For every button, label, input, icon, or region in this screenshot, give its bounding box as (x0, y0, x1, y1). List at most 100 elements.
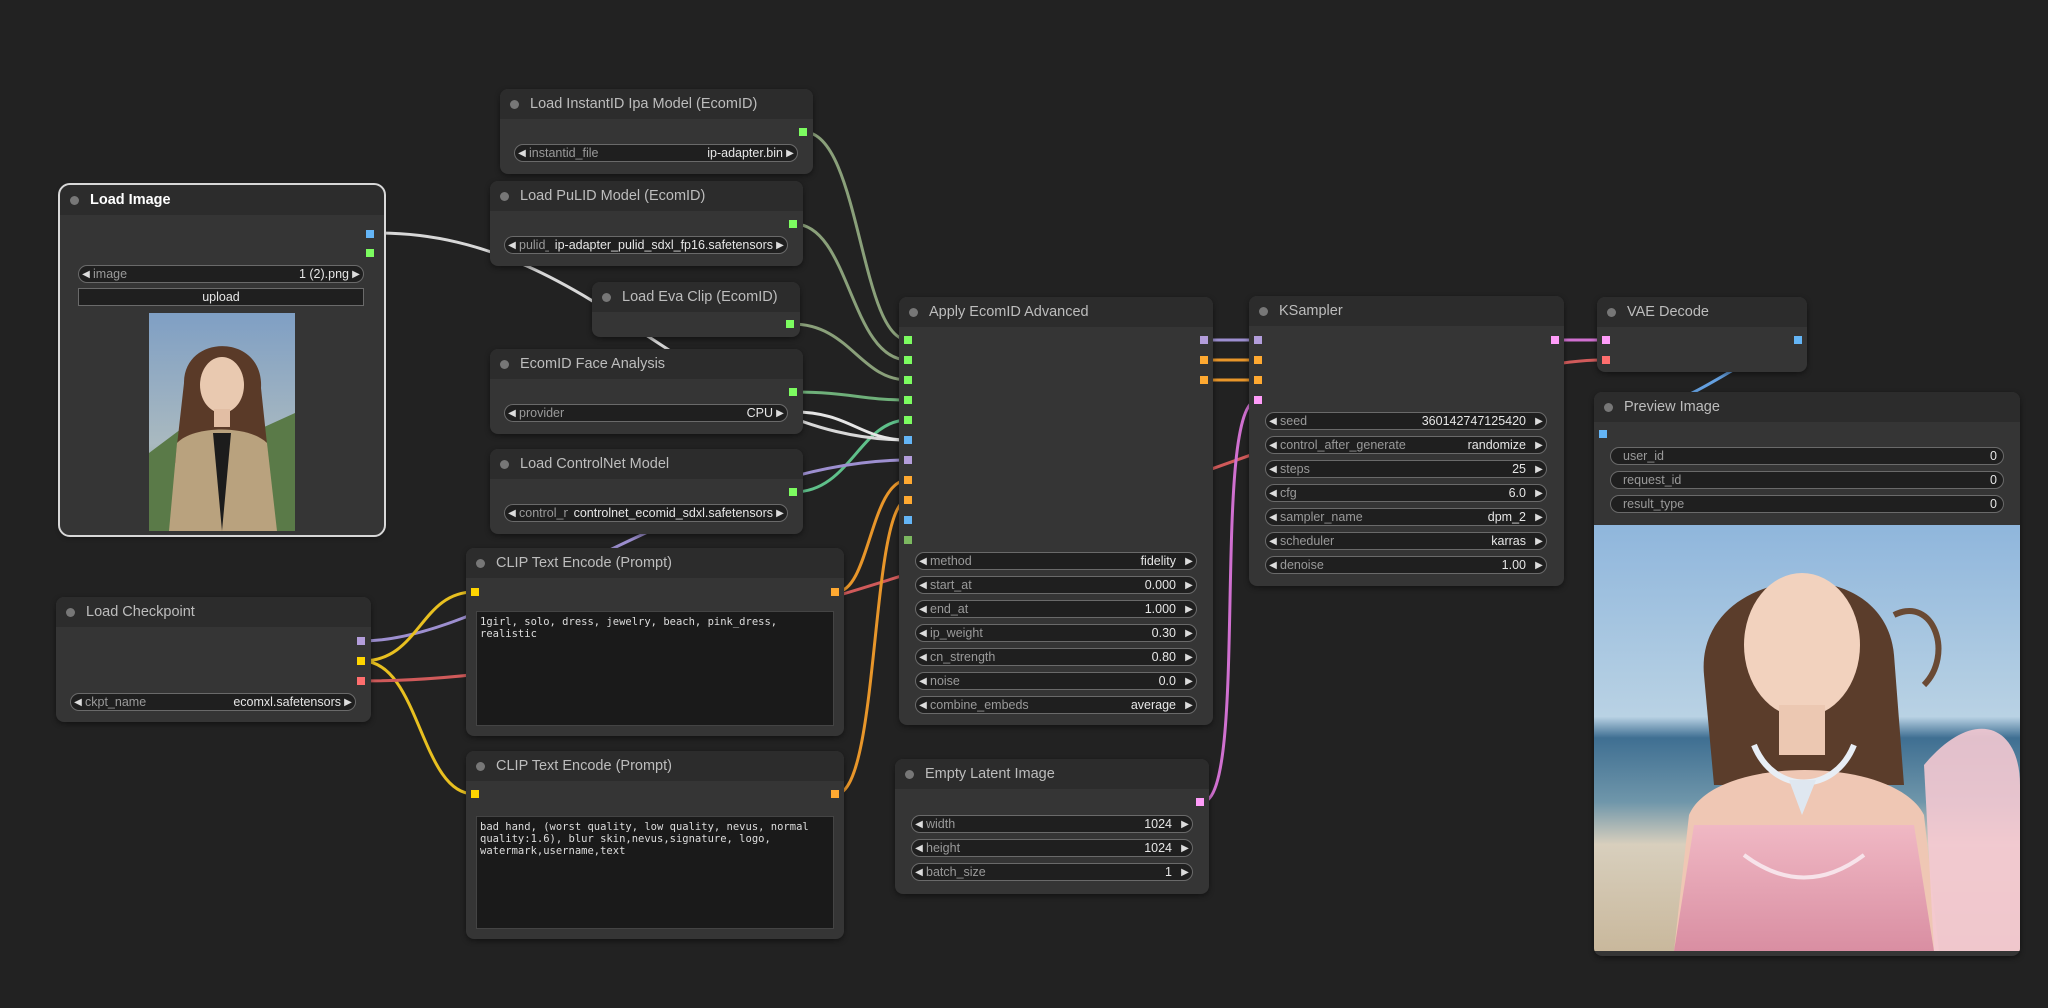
output-slot-positive[interactable] (1200, 356, 1208, 364)
triangle-left-icon[interactable]: ◀ (919, 699, 927, 711)
triangle-left-icon[interactable]: ◀ (919, 675, 927, 687)
instantid-file-combo[interactable]: ◀ instantid_file ip-adapter.bin ▶ (514, 144, 798, 162)
triangle-left-icon[interactable]: ◀ (518, 147, 526, 159)
ckpt-name-combo[interactable]: ◀ ckpt_name ecomxl.safetensors ▶ (70, 693, 356, 711)
node-collapse-dot[interactable] (500, 359, 509, 369)
output-slot-conditioning[interactable] (831, 790, 839, 798)
node-collapse-dot[interactable] (1607, 307, 1616, 317)
triangle-right-icon[interactable]: ▶ (352, 268, 360, 280)
output-slot-controlnet[interactable] (789, 488, 797, 496)
node-load-checkpoint[interactable]: Load Checkpoint ◀ ckpt_name ecomxl.safet… (56, 597, 371, 722)
triangle-right-icon[interactable]: ▶ (776, 239, 784, 251)
input-slot-controlnet[interactable] (904, 416, 912, 424)
node-load-pulid[interactable]: Load PuLID Model (EcomID) ◀ pulid_file i… (490, 181, 803, 266)
triangle-left-icon[interactable]: ◀ (508, 407, 516, 419)
node-collapse-dot[interactable] (602, 292, 611, 302)
triangle-right-icon[interactable]: ▶ (776, 407, 784, 419)
node-load-instantid[interactable]: Load InstantID Ipa Model (EcomID) ◀ inst… (500, 89, 813, 174)
triangle-left-icon[interactable]: ◀ (919, 603, 927, 615)
triangle-left-icon[interactable]: ◀ (919, 627, 927, 639)
triangle-left-icon[interactable]: ◀ (1269, 439, 1277, 451)
node-collapse-dot[interactable] (510, 99, 519, 109)
input-slot-negative[interactable] (904, 496, 912, 504)
triangle-left-icon[interactable]: ◀ (1269, 415, 1277, 427)
input-slot-positive[interactable] (1254, 356, 1262, 364)
triangle-left-icon[interactable]: ◀ (919, 555, 927, 567)
triangle-right-icon[interactable]: ▶ (786, 147, 794, 159)
node-load-eva-clip[interactable]: Load Eva Clip (EcomID) (592, 282, 800, 337)
node-vae-decode[interactable]: VAE Decode (1597, 297, 1807, 372)
output-slot-latent[interactable] (1196, 798, 1204, 806)
input-slot-eva-clip[interactable] (904, 376, 912, 384)
triangle-right-icon[interactable]: ▶ (1185, 699, 1193, 711)
output-slot-mask[interactable] (366, 249, 374, 257)
image-combo[interactable]: ◀ image 1 (2).png ▶ (78, 265, 364, 283)
triangle-left-icon[interactable]: ◀ (915, 842, 923, 854)
triangle-right-icon[interactable]: ▶ (776, 507, 784, 519)
input-slot-image-kps[interactable] (904, 516, 912, 524)
node-clip-text-encode-positive[interactable]: CLIP Text Encode (Prompt) 1girl, solo, d… (466, 548, 844, 736)
triangle-left-icon[interactable]: ◀ (915, 866, 923, 878)
output-slot-instantid[interactable] (799, 128, 807, 136)
node-collapse-dot[interactable] (476, 761, 485, 771)
output-slot-clip[interactable] (357, 657, 365, 665)
output-slot-image[interactable] (1794, 336, 1802, 344)
output-slot-image[interactable] (366, 230, 374, 238)
triangle-right-icon[interactable]: ▶ (1185, 603, 1193, 615)
triangle-right-icon[interactable]: ▶ (1181, 818, 1189, 830)
triangle-right-icon[interactable]: ▶ (1535, 559, 1543, 571)
node-collapse-dot[interactable] (500, 191, 509, 201)
output-slot-latent[interactable] (1551, 336, 1559, 344)
triangle-right-icon[interactable]: ▶ (1185, 675, 1193, 687)
triangle-right-icon[interactable]: ▶ (1185, 555, 1193, 567)
triangle-left-icon[interactable]: ◀ (508, 239, 516, 251)
input-slot-instantid[interactable] (904, 336, 912, 344)
triangle-right-icon[interactable]: ▶ (1535, 439, 1543, 451)
input-slot-positive[interactable] (904, 476, 912, 484)
triangle-left-icon[interactable]: ◀ (1269, 511, 1277, 523)
output-slot-negative[interactable] (1200, 376, 1208, 384)
node-collapse-dot[interactable] (476, 558, 485, 568)
triangle-right-icon[interactable]: ▶ (1181, 866, 1189, 878)
input-slot-latent[interactable] (1254, 396, 1262, 404)
triangle-right-icon[interactable]: ▶ (1185, 651, 1193, 663)
triangle-right-icon[interactable]: ▶ (1185, 579, 1193, 591)
triangle-right-icon[interactable]: ▶ (1535, 415, 1543, 427)
triangle-right-icon[interactable]: ▶ (1535, 511, 1543, 523)
input-slot-samples[interactable] (1602, 336, 1610, 344)
input-slot-clip[interactable] (471, 790, 479, 798)
positive-prompt-textarea[interactable]: 1girl, solo, dress, jewelry, beach, pink… (476, 611, 834, 726)
output-slot-vae[interactable] (357, 677, 365, 685)
input-slot-vae[interactable] (1602, 356, 1610, 364)
node-collapse-dot[interactable] (70, 195, 79, 205)
triangle-right-icon[interactable]: ▶ (344, 696, 352, 708)
controlnet-name-combo[interactable]: ◀ control_net_name controlnet_ecomid_sdx… (504, 504, 788, 522)
triangle-left-icon[interactable]: ◀ (74, 696, 82, 708)
triangle-right-icon[interactable]: ▶ (1535, 463, 1543, 475)
input-slot-mask[interactable] (904, 536, 912, 544)
triangle-right-icon[interactable]: ▶ (1535, 535, 1543, 547)
node-load-image[interactable]: Load Image ◀ image 1 (2).png ▶ upload (58, 183, 386, 537)
input-slot-clip[interactable] (471, 588, 479, 596)
node-collapse-dot[interactable] (66, 607, 75, 617)
input-slot-face-analysis[interactable] (904, 396, 912, 404)
